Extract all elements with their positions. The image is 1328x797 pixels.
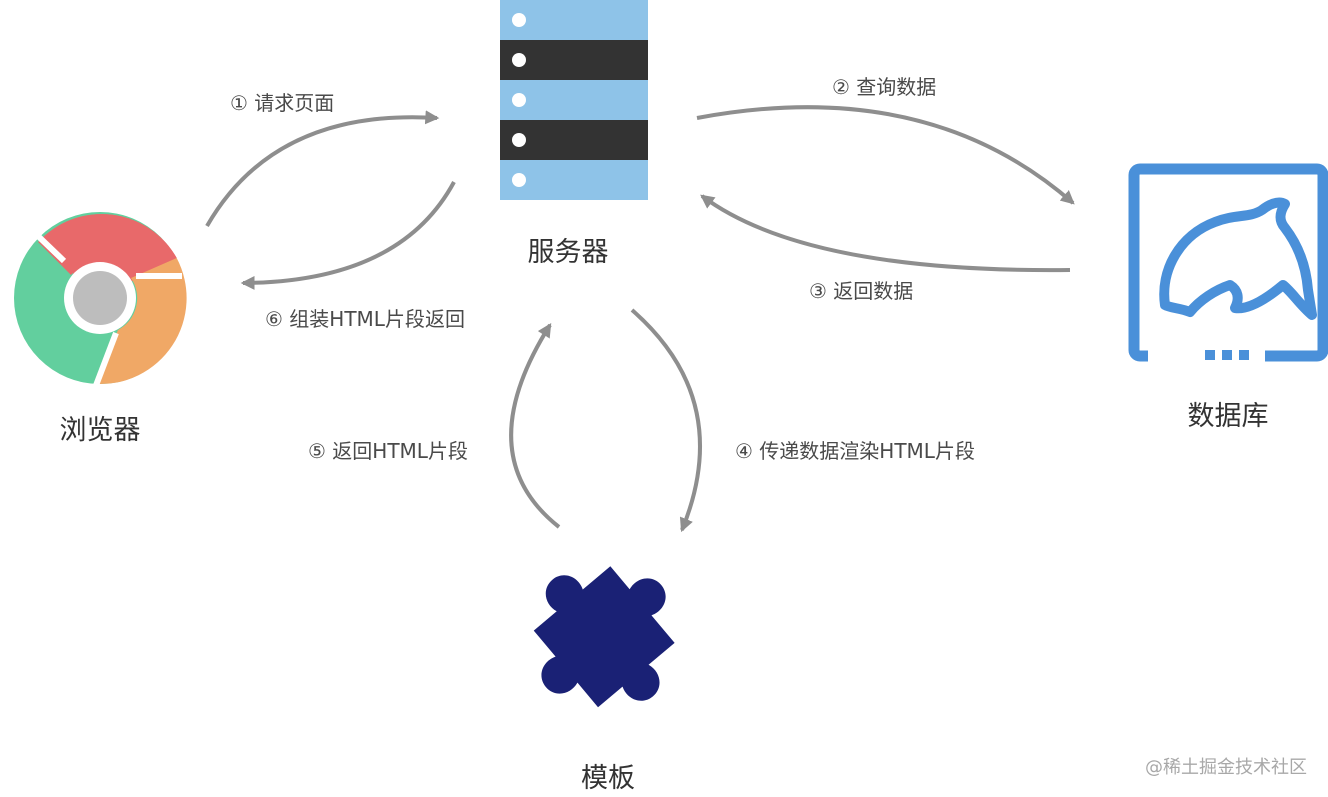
step-2-arrow bbox=[696, 105, 1075, 205]
step-6-arrow bbox=[240, 181, 456, 290]
database-label: 数据库 bbox=[1187, 401, 1269, 432]
step-4-label: ④ 传递数据渲染HTML片段 bbox=[735, 439, 975, 463]
browser-label: 浏览器 bbox=[59, 415, 141, 446]
template-label: 模板 bbox=[581, 763, 635, 794]
step-4-arrow bbox=[630, 308, 702, 533]
mysql-dolphin-icon bbox=[1128, 163, 1328, 362]
step-1-arrow bbox=[205, 110, 440, 227]
step-6-label: ⑥ 组装HTML片段返回 bbox=[265, 307, 465, 331]
puzzle-piece-icon bbox=[533, 566, 675, 708]
step-3-arrow bbox=[700, 194, 1071, 273]
watermark: @稀土掘金技术社区 bbox=[1145, 757, 1307, 778]
server-rack-icon bbox=[500, 0, 648, 200]
step-1-label: ① 请求页面 bbox=[230, 91, 335, 115]
server-label: 服务器 bbox=[527, 237, 609, 268]
step-5-arrow bbox=[509, 323, 561, 529]
step-3-label: ③ 返回数据 bbox=[809, 279, 914, 303]
step-2-label: ② 查询数据 bbox=[832, 75, 937, 99]
chrome-icon bbox=[14, 212, 187, 390]
step-5-label: ⑤ 返回HTML片段 bbox=[308, 439, 468, 463]
